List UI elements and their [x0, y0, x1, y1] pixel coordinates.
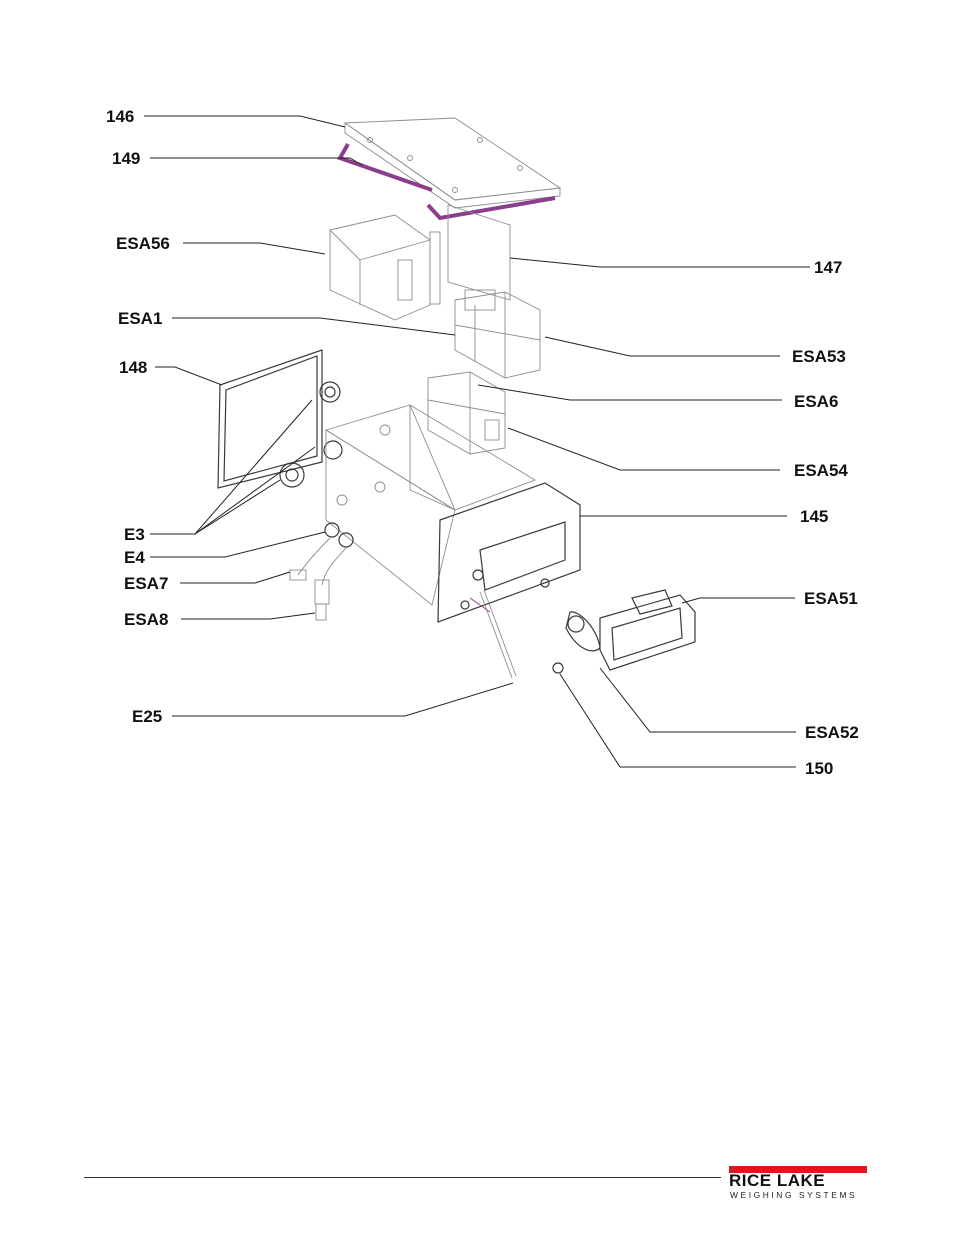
callout-esa54: ESA54: [794, 461, 848, 480]
callout-e25: E25: [132, 707, 162, 726]
part-e4-esa7-esa8-wiring: [290, 523, 353, 620]
callout-esa1: ESA1: [118, 309, 162, 328]
callout-esa6: ESA6: [794, 392, 838, 411]
callout-146: 146: [106, 107, 134, 126]
part-esa51-esa52-display: [566, 590, 695, 670]
part-147-board: [448, 205, 510, 310]
footer-rule: [84, 1177, 721, 1178]
part-esa6-esa54-relays: [428, 372, 505, 454]
callout-148: 148: [119, 358, 147, 377]
part-145-enclosure: [326, 405, 580, 622]
part-150-plug: [553, 663, 563, 673]
callout-esa8: ESA8: [124, 610, 168, 629]
part-esa1-esa53-modules: [455, 292, 540, 378]
leader-lines: [144, 116, 810, 767]
rice-lake-logo: RICE LAKE WEIGHING SYSTEMS: [729, 1166, 869, 1202]
callout-147: 147: [814, 258, 842, 277]
part-esa56-bracket: [330, 215, 440, 320]
callout-esa52: ESA52: [805, 723, 859, 742]
callout-esa7: ESA7: [124, 574, 168, 593]
part-146-cover: [345, 118, 560, 208]
callout-145: 145: [800, 507, 828, 526]
callout-e4: E4: [124, 548, 145, 567]
callout-e3: E3: [124, 525, 145, 544]
part-149-gasket: [340, 144, 555, 218]
part-e25-antenna: [470, 590, 516, 678]
exploded-parts-diagram: 146 149 ESA56 147 ESA1 ESA53 148 ESA6 ES…: [0, 0, 954, 820]
callout-150: 150: [805, 759, 833, 778]
part-148-door-gasket: [218, 350, 322, 488]
callout-esa53: ESA53: [792, 347, 846, 366]
logo-name: RICE LAKE: [729, 1172, 869, 1189]
logo-tagline: WEIGHING SYSTEMS: [730, 1190, 870, 1200]
callout-esa51: ESA51: [804, 589, 858, 608]
callout-149: 149: [112, 149, 140, 168]
callout-esa56: ESA56: [116, 234, 170, 253]
